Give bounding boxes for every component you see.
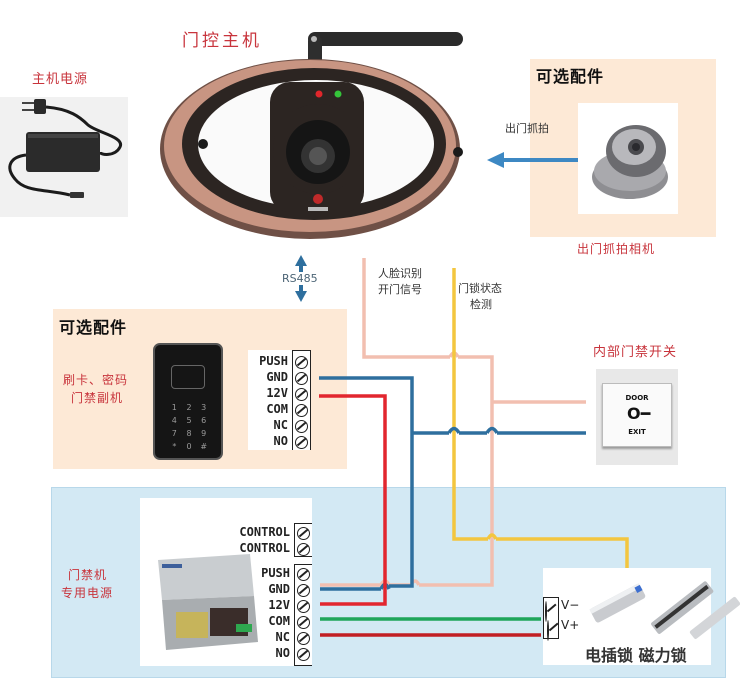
terminal-label-no: NO	[273, 434, 288, 448]
keypad-reader-device: 1 2 3 4 5 6 7 8 9 * 0 #	[153, 343, 223, 460]
terminal-label-no: NO	[275, 646, 290, 660]
keypad-key[interactable]: 7	[171, 429, 177, 438]
keypad-key[interactable]: 8	[186, 429, 192, 438]
optional-reader-panel-title: 可选配件	[59, 318, 128, 337]
card-icon	[171, 365, 205, 389]
keypad-key[interactable]: #	[200, 442, 208, 451]
power-supply-label-line1: 门禁机	[68, 568, 108, 582]
power-supply-box-icon	[158, 554, 258, 650]
lock-device-area: V− V+ 电插锁 磁力锁	[543, 568, 740, 665]
keypad-key[interactable]: 1	[171, 403, 177, 412]
keypad-key[interactable]: 4	[171, 416, 177, 425]
terminal-screw-icon	[297, 647, 310, 661]
host-power-label: 主机电源	[32, 72, 89, 87]
door-controller-device-icon	[160, 32, 463, 239]
keypad-key[interactable]: *	[172, 442, 177, 451]
terminal-screw-icon	[295, 403, 308, 417]
terminal-label-push: PUSH	[261, 566, 290, 580]
power-supply-label-line2: 专用电源	[61, 586, 114, 600]
reader-terminal-block: PUSH GND 12V COM NC NO	[248, 350, 311, 450]
terminal-screw-icon	[297, 526, 310, 540]
terminal-screw-icon	[295, 355, 308, 369]
dome-camera-icon	[592, 125, 668, 199]
exit-button-device[interactable]: DOOR O━ EXIT	[596, 369, 678, 465]
lock-terminal-label-vplus: V+	[561, 618, 580, 632]
keypad-key[interactable]: 3	[201, 403, 207, 412]
exit-capture-arrow-label: 出门抓拍	[505, 122, 549, 135]
terminal-screw-icon	[297, 631, 310, 645]
terminal-screw-icon	[295, 387, 308, 401]
terminal-screw-icon	[295, 371, 308, 385]
optional-camera-panel-title: 可选配件	[536, 67, 605, 86]
terminal-screw-icon	[295, 435, 308, 449]
terminal-label-control: CONTROL	[239, 541, 290, 555]
terminal-label-12v: 12V	[268, 598, 290, 612]
exit-capture-camera-caption: 出门抓拍相机	[577, 242, 656, 256]
terminal-screw-icon	[297, 599, 310, 613]
terminal-screw-icon	[297, 542, 310, 556]
terminal-label-nc: NC	[273, 418, 288, 432]
terminal-label-gnd: GND	[268, 582, 290, 596]
card-reader-label-line1: 刷卡、密码	[63, 373, 129, 387]
power-adapter-image	[0, 97, 128, 217]
terminal-screw-icon	[297, 615, 310, 629]
terminal-screw-icon	[545, 601, 547, 622]
exit-button-door-text: DOOR	[625, 394, 649, 402]
keypad-grid: 1 2 3 4 5 6 7 8 9 * 0 #	[167, 403, 211, 451]
lock-status-label-line2: 检测	[470, 298, 492, 311]
control-terminal-block: CONTROL CONTROL	[220, 523, 312, 557]
main-unit-image	[158, 14, 463, 242]
keypad-key[interactable]: 5	[186, 416, 192, 425]
keypad-key[interactable]: 6	[201, 416, 207, 425]
power-adapter-icon	[8, 99, 122, 198]
terminal-label-12v: 12V	[266, 386, 288, 400]
rs485-label: RS485	[281, 272, 319, 285]
terminal-screw-icon	[547, 620, 549, 641]
terminal-label-nc: NC	[275, 630, 290, 644]
face-open-signal-label-line1: 人脸识别	[378, 267, 422, 280]
keypad-key[interactable]: 2	[186, 403, 192, 412]
electric-bolt-and-magnetic-lock-icon	[589, 581, 740, 639]
led-green	[334, 90, 342, 98]
exit-button-exit-text: EXIT	[628, 428, 646, 436]
power-supply-image-area: CONTROL CONTROL PUSH GND 12V COM NC NO	[140, 498, 312, 666]
led-red	[315, 90, 323, 98]
terminal-label-control: CONTROL	[239, 525, 290, 539]
power-supply-terminal-block: PUSH GND 12V COM NC NO	[240, 564, 312, 666]
exit-switch-label: 内部门禁开关	[593, 345, 678, 360]
lock-caption: 电插锁 磁力锁	[585, 646, 687, 665]
lock-terminal-block	[543, 597, 559, 641]
keypad-key[interactable]: 0	[186, 442, 192, 451]
main-unit-title: 门控主机	[182, 31, 262, 51]
terminal-screw-icon	[297, 567, 310, 581]
exit-capture-camera-image	[578, 103, 678, 214]
optional-reader-panel: 可选配件 刷卡、密码 门禁副机 1 2 3 4 5 6 7 8 9 * 0 # …	[53, 309, 347, 469]
lock-status-label-line1: 门锁状态	[458, 282, 502, 295]
terminal-screw-icon	[295, 419, 308, 433]
face-open-signal-label-line2: 开门信号	[378, 283, 422, 296]
terminal-label-com: COM	[268, 614, 290, 628]
lock-terminal-label-vminus: V−	[561, 598, 580, 612]
keypad-key[interactable]: 9	[201, 429, 207, 438]
key-icon: O━	[627, 404, 651, 423]
terminal-label-gnd: GND	[266, 370, 288, 384]
card-reader-label-line2: 门禁副机	[71, 391, 124, 405]
terminal-label-com: COM	[266, 402, 288, 416]
optional-camera-panel: 可选配件	[530, 59, 716, 237]
terminal-screw-icon	[297, 583, 310, 597]
terminal-label-push: PUSH	[259, 354, 288, 368]
